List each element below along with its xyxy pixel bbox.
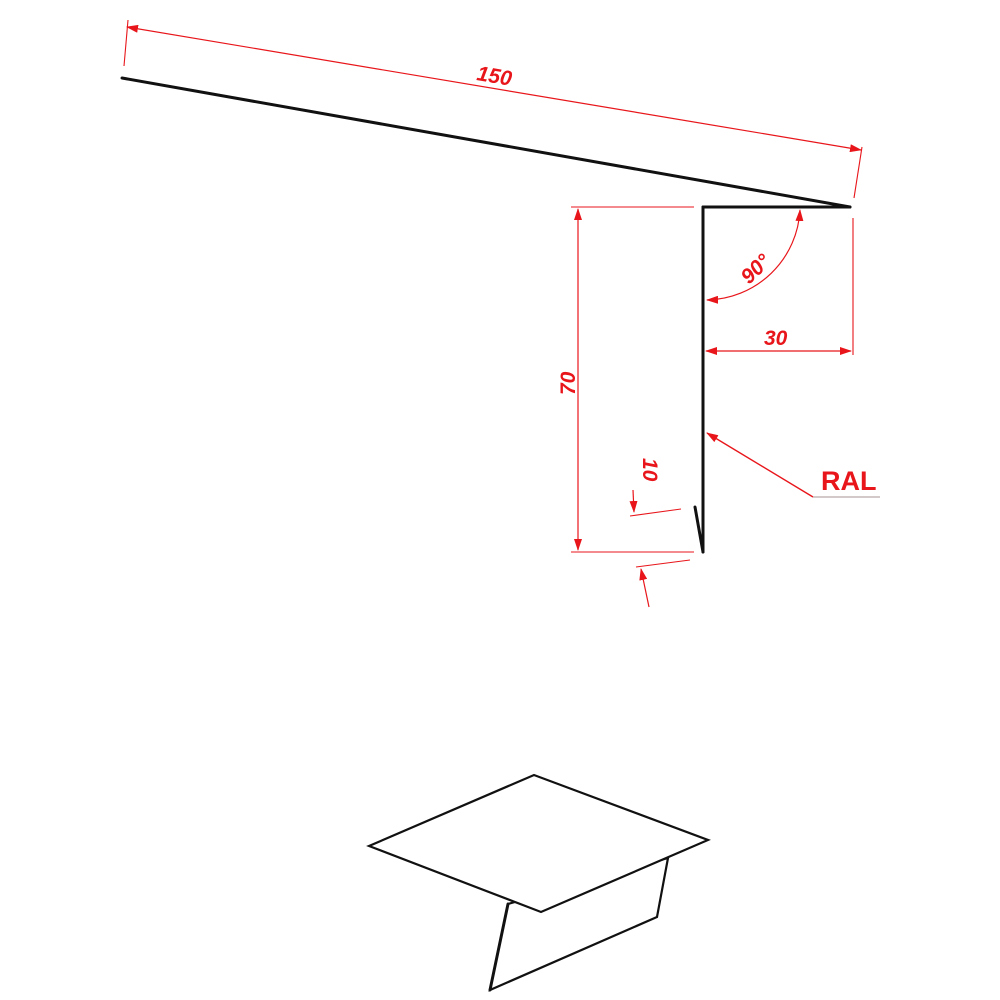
ral-leader bbox=[706, 432, 814, 498]
dim-label-30: 30 bbox=[764, 327, 788, 350]
dim-line-10-lower bbox=[639, 568, 650, 608]
dimension-30: 30 bbox=[705, 218, 854, 355]
ral-label: RAL bbox=[821, 466, 877, 496]
dim-line-150 bbox=[126, 24, 862, 153]
dim-label-10: 10 bbox=[638, 458, 661, 482]
iso-top-face bbox=[366, 773, 711, 914]
ext-line-150-right bbox=[853, 146, 863, 199]
ext-line-10-top bbox=[629, 508, 682, 517]
isometric-view bbox=[366, 773, 711, 992]
profile-section bbox=[120, 76, 852, 554]
iso-hem-edge bbox=[488, 902, 510, 992]
ext-line-10-bottom bbox=[635, 559, 691, 568]
profile-hem bbox=[693, 505, 705, 554]
dim-label-70: 70 bbox=[557, 371, 580, 395]
dimension-70: 70 bbox=[557, 206, 694, 553]
angle-label: 90° bbox=[736, 250, 775, 289]
dim-line-10-upper bbox=[629, 489, 638, 513]
dimension-angle: 90° bbox=[706, 209, 804, 304]
ral-callout: RAL bbox=[706, 432, 880, 498]
profile-top-flange bbox=[120, 76, 852, 209]
dimension-150: 150 bbox=[123, 19, 863, 199]
dimension-10: 10 bbox=[629, 458, 691, 608]
angle-arc bbox=[706, 209, 804, 304]
